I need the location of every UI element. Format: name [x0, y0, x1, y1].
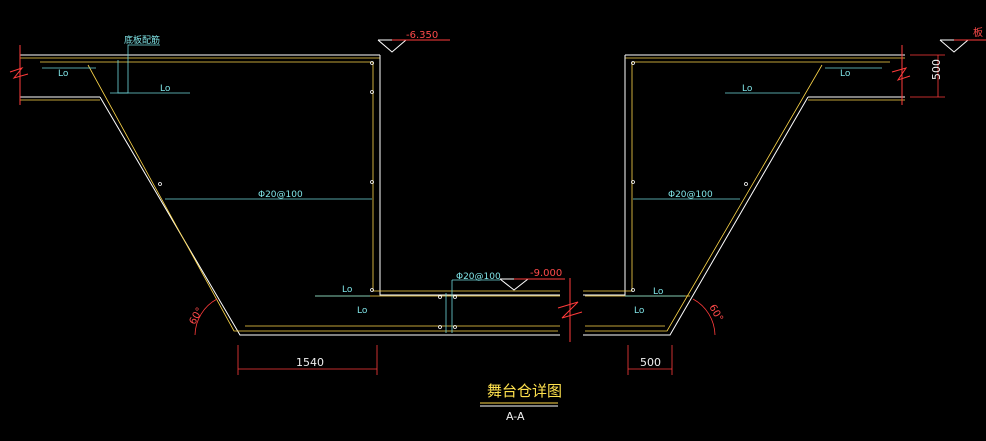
bottom-rebars	[245, 295, 690, 327]
elevation-text-top: -6.350	[406, 30, 438, 41]
section-label: A-A	[506, 410, 525, 423]
rebar-note-top: 底板配筋	[124, 34, 160, 46]
lap-label-top-right-2: Lo	[742, 84, 753, 94]
title-underlines	[480, 402, 558, 407]
inner-wall-right	[583, 55, 626, 296]
break-symbol-right	[891, 45, 911, 105]
drawing-title: 舞台仓详图	[487, 382, 562, 400]
dimension-lines	[237, 54, 945, 375]
elevation-marker-top	[377, 39, 450, 53]
slab-outline	[20, 54, 905, 98]
pit-outer-right-rebar	[585, 64, 823, 332]
pit-outer-left	[99, 96, 560, 336]
elevation-marker-bottom	[499, 278, 565, 291]
lap-label-bottom-right: Lo	[653, 287, 664, 297]
lap-label-top-left-2: Lo	[160, 84, 171, 94]
inner-wall-left-rebar	[372, 62, 560, 292]
rebar-label-bottom: Φ20@100	[456, 272, 501, 282]
lap-label-bottom-left: Lo	[342, 285, 353, 295]
rebar-label-right-wall: Φ20@100	[668, 190, 713, 200]
lap-label-top-left: Lo	[58, 69, 69, 79]
break-symbol-bottom	[557, 278, 583, 342]
slab-edge-lines	[20, 57, 905, 101]
pit-outer-right	[583, 96, 809, 336]
elevation-text-bottom: -9.000	[530, 268, 562, 279]
break-symbol-left	[9, 45, 29, 105]
annotation-lines	[42, 44, 882, 333]
lap-label-top-right: Lo	[840, 69, 851, 79]
lap-label-bottom-right-2: Lo	[634, 306, 645, 316]
lap-label-bottom-left-2: Lo	[357, 306, 368, 316]
angle-label-left: 60°	[188, 306, 206, 327]
angle-label-right: 60°	[706, 303, 724, 324]
inner-wall-left	[379, 55, 560, 296]
elevation-marker-right	[939, 39, 986, 53]
pit-outer-left-rebar	[87, 64, 558, 332]
dimension-text-right: 500	[640, 356, 661, 369]
angle-arcs	[194, 298, 716, 336]
dimension-text-left: 1540	[296, 356, 324, 369]
rebar-dots	[158, 61, 748, 329]
rebar-label-left-wall: Φ20@100	[258, 190, 303, 200]
dimension-text-vertical: 500	[930, 59, 943, 80]
elevation-text-right: 板	[973, 26, 983, 39]
